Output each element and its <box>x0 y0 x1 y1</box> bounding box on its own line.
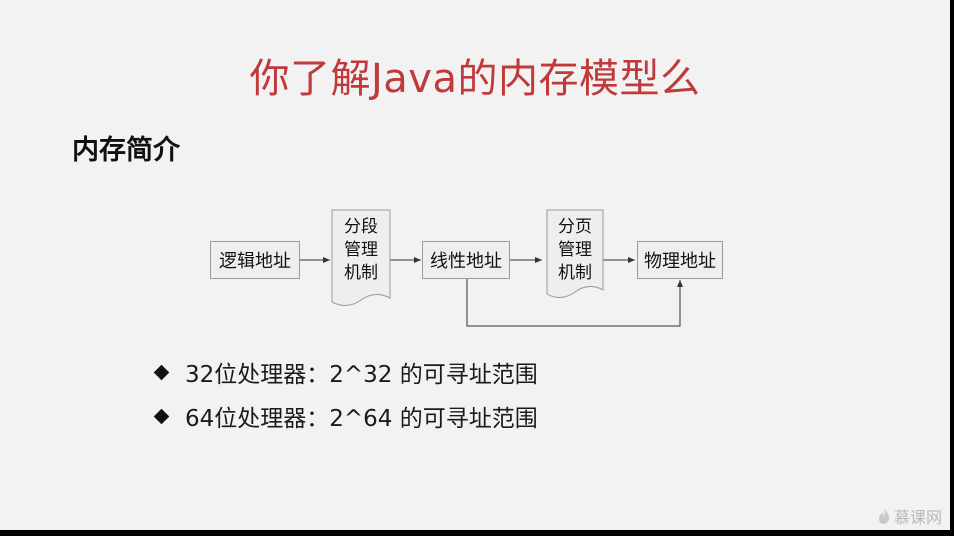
linear-address-label: 线性地址 <box>430 251 502 272</box>
seg-label-line2: 管理 <box>344 240 378 260</box>
diamond-bullet-icon <box>153 364 170 380</box>
flame-icon <box>878 508 890 524</box>
address-translation-diagram: 逻辑地址 分段 管理 机制 线性地址 分页 管理 机制 物理地址 <box>205 206 735 336</box>
bullet-list: 32位处理器：2^32 的可寻址范围 64位处理器：2^64 的可寻址范围 <box>150 350 538 438</box>
bullet-item: 32位处理器：2^32 的可寻址范围 <box>150 350 538 394</box>
section-subtitle: 内存简介 <box>72 135 180 166</box>
page-label-line2: 管理 <box>558 240 592 260</box>
diagram-connectors <box>300 209 683 327</box>
physical-address-box: 物理地址 <box>637 241 723 279</box>
diamond-bullet-icon <box>153 408 170 424</box>
bullet-text: 32位处理器：2^32 的可寻址范围 <box>185 362 538 388</box>
logical-address-label: 逻辑地址 <box>219 251 291 272</box>
watermark: 慕课网 <box>877 504 942 528</box>
slide-title: 你了解Java的内存模型么 <box>249 56 701 102</box>
physical-address-label: 物理地址 <box>644 251 716 272</box>
seg-label-line3: 机制 <box>344 263 378 283</box>
logical-address-box: 逻辑地址 <box>210 241 300 279</box>
paging-mechanism: 分页 管理 机制 <box>547 210 603 296</box>
bullet-text: 64位处理器：2^64 的可寻址范围 <box>185 406 538 432</box>
segmentation-mechanism: 分段 管理 机制 <box>332 210 390 302</box>
paging-doc-shape <box>546 209 604 298</box>
bullet-item: 64位处理器：2^64 的可寻址范围 <box>150 394 538 438</box>
bypass-arrow <box>466 278 683 327</box>
page-label-line1: 分页 <box>558 217 592 237</box>
seg-label-line1: 分段 <box>344 217 378 237</box>
watermark-text: 慕课网 <box>893 510 942 527</box>
segmentation-doc-shape <box>331 209 391 306</box>
linear-address-box: 线性地址 <box>422 241 510 279</box>
page-label-line3: 机制 <box>558 263 592 283</box>
